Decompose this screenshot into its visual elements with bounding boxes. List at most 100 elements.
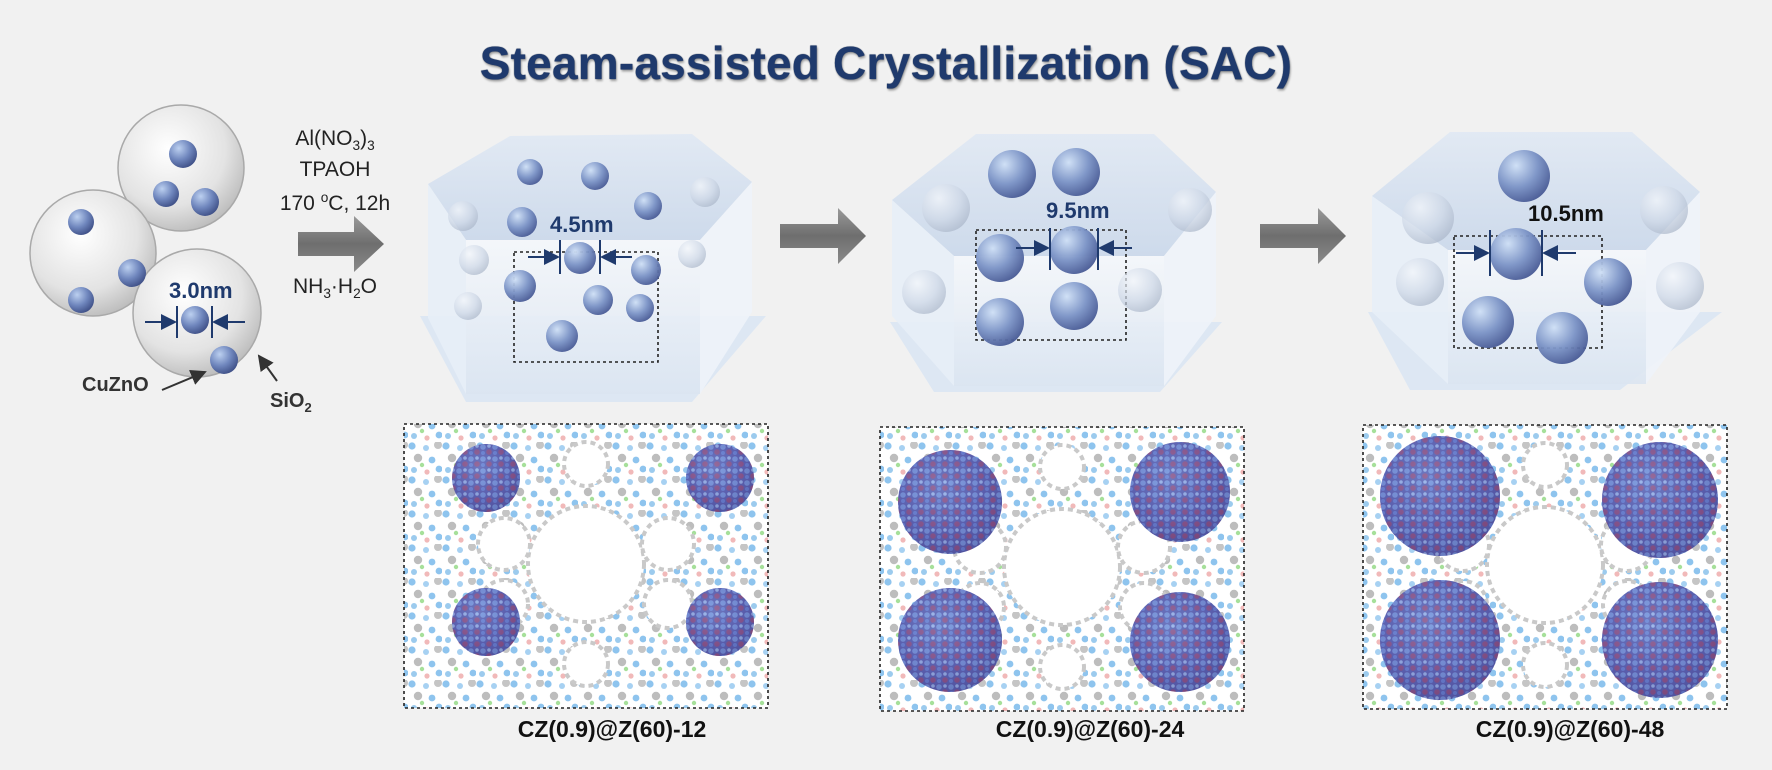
nanoparticle [902,270,946,314]
cuzno-core [210,346,238,374]
nanoparticle [583,285,613,315]
nanoparticle [626,294,654,322]
nanoparticle [1168,188,1212,232]
panel-border [403,423,769,709]
framework-pore [640,516,696,572]
reagent-aluminum-nitrate: Al(NO3)3 [295,127,375,154]
encapsulated-nanoparticles [448,148,1704,364]
nanoparticle [546,320,578,352]
framework-pores [452,440,754,688]
nanoparticle [459,245,489,275]
framework-panel-24h [879,426,1245,712]
cuzno-label: CuZnO [82,374,149,396]
nanoparticle [581,162,609,190]
sio2-label: SiO2 [270,390,312,415]
size-label-48h: 10.5nm [1528,201,1604,226]
precursor-size-label: 3.0nm [169,278,233,303]
nanoparticle [1402,192,1454,244]
page-title: Steam-assisted Crystallization (SAC) [479,37,1293,89]
nanoparticle [988,150,1036,198]
dimension-marker-12h [528,240,632,274]
nanoparticle [976,234,1024,282]
cuzno-core [181,306,209,334]
nanoparticle [678,240,706,268]
nanoparticle [976,298,1024,346]
cuzno-core [118,259,146,287]
nanoparticle-shading [1380,580,1500,700]
nanoparticle-shading [1602,582,1718,698]
crystal-top-face [892,134,1216,256]
dimension-marker-24h [1016,228,1132,270]
size-label-24h: 9.5nm [1046,198,1110,223]
nanoparticle [448,201,478,231]
nanoparticle [507,207,537,237]
panel-border [1362,424,1728,710]
framework-pore [526,504,646,624]
nanoparticle-shading [686,588,754,656]
nanoparticle [1536,312,1588,364]
nanoparticle-shading [898,450,1002,554]
framework-pore [1038,643,1086,691]
framework-pore [1038,443,1086,491]
nanoparticle [1584,258,1632,306]
nanoparticle [1396,258,1444,306]
nanoparticle-shading [452,444,520,512]
nanoparticle [1462,296,1514,348]
step-arrow-3 [1260,208,1346,264]
crystal-right-face [700,182,752,394]
framework-pore [1521,641,1569,689]
sample-label-48h: CZ(0.9)@Z(60)-48 [1475,716,1665,742]
cuzno-core [68,209,94,235]
precursor-particles [29,104,278,391]
sample-label-24h: CZ(0.9)@Z(60)-24 [995,716,1185,742]
framework-pores [1380,436,1718,700]
step-arrow-1 [298,216,384,272]
crystal-right-face [1164,192,1216,386]
nanoparticle-shading [1602,442,1718,558]
nanoparticle [1052,148,1100,196]
nanoparticle-shading [1130,592,1230,692]
nanoparticle [1640,186,1688,234]
dimension-marker-48h [1456,230,1576,276]
nanoparticle [564,242,596,274]
nanoparticle [631,255,661,285]
size-label-12h: 4.5nm [550,212,614,237]
framework-pore [562,440,610,488]
nanoparticle [517,159,543,185]
nanoparticle-shading [686,444,754,512]
framework-pore [642,578,694,630]
reagent-ammonia-water: NH3·H2O [292,275,378,302]
nanoparticle-shading [452,588,520,656]
nanoparticle-shading [1380,436,1500,556]
framework-pores [898,442,1230,692]
cuzno-core [169,140,197,168]
nanoparticle-shading [898,588,1002,692]
core-pointer-arrow [161,370,207,391]
framework-pore [1002,507,1122,627]
cuzno-core [68,287,94,313]
framework-pore [1485,505,1605,625]
crystal-left-face [428,184,466,394]
reagent-tpaoh: TPAOH [299,158,371,181]
nanoparticle [1656,262,1704,310]
framework-panel-48h [1362,424,1728,710]
nanoparticle [504,270,536,302]
nanoparticle [454,292,482,320]
framework-panel-12h [403,423,769,709]
framework-pore [1521,441,1569,489]
reaction-conditions: 170 oC, 12h [279,190,391,215]
nanoparticle [634,192,662,220]
nanoparticle [690,177,720,207]
shell-pointer-arrow [257,354,278,382]
framework-pore [562,640,610,688]
nanoparticle [922,184,970,232]
panel-border [879,426,1245,712]
step-arrow-2 [780,208,866,264]
sample-label-12h: CZ(0.9)@Z(60)-12 [517,716,707,742]
cuzno-core [191,188,219,216]
cuzno-core [153,181,179,207]
nanoparticle [1490,228,1542,280]
nanoparticle [1498,150,1550,202]
nanoparticle [1118,268,1162,312]
